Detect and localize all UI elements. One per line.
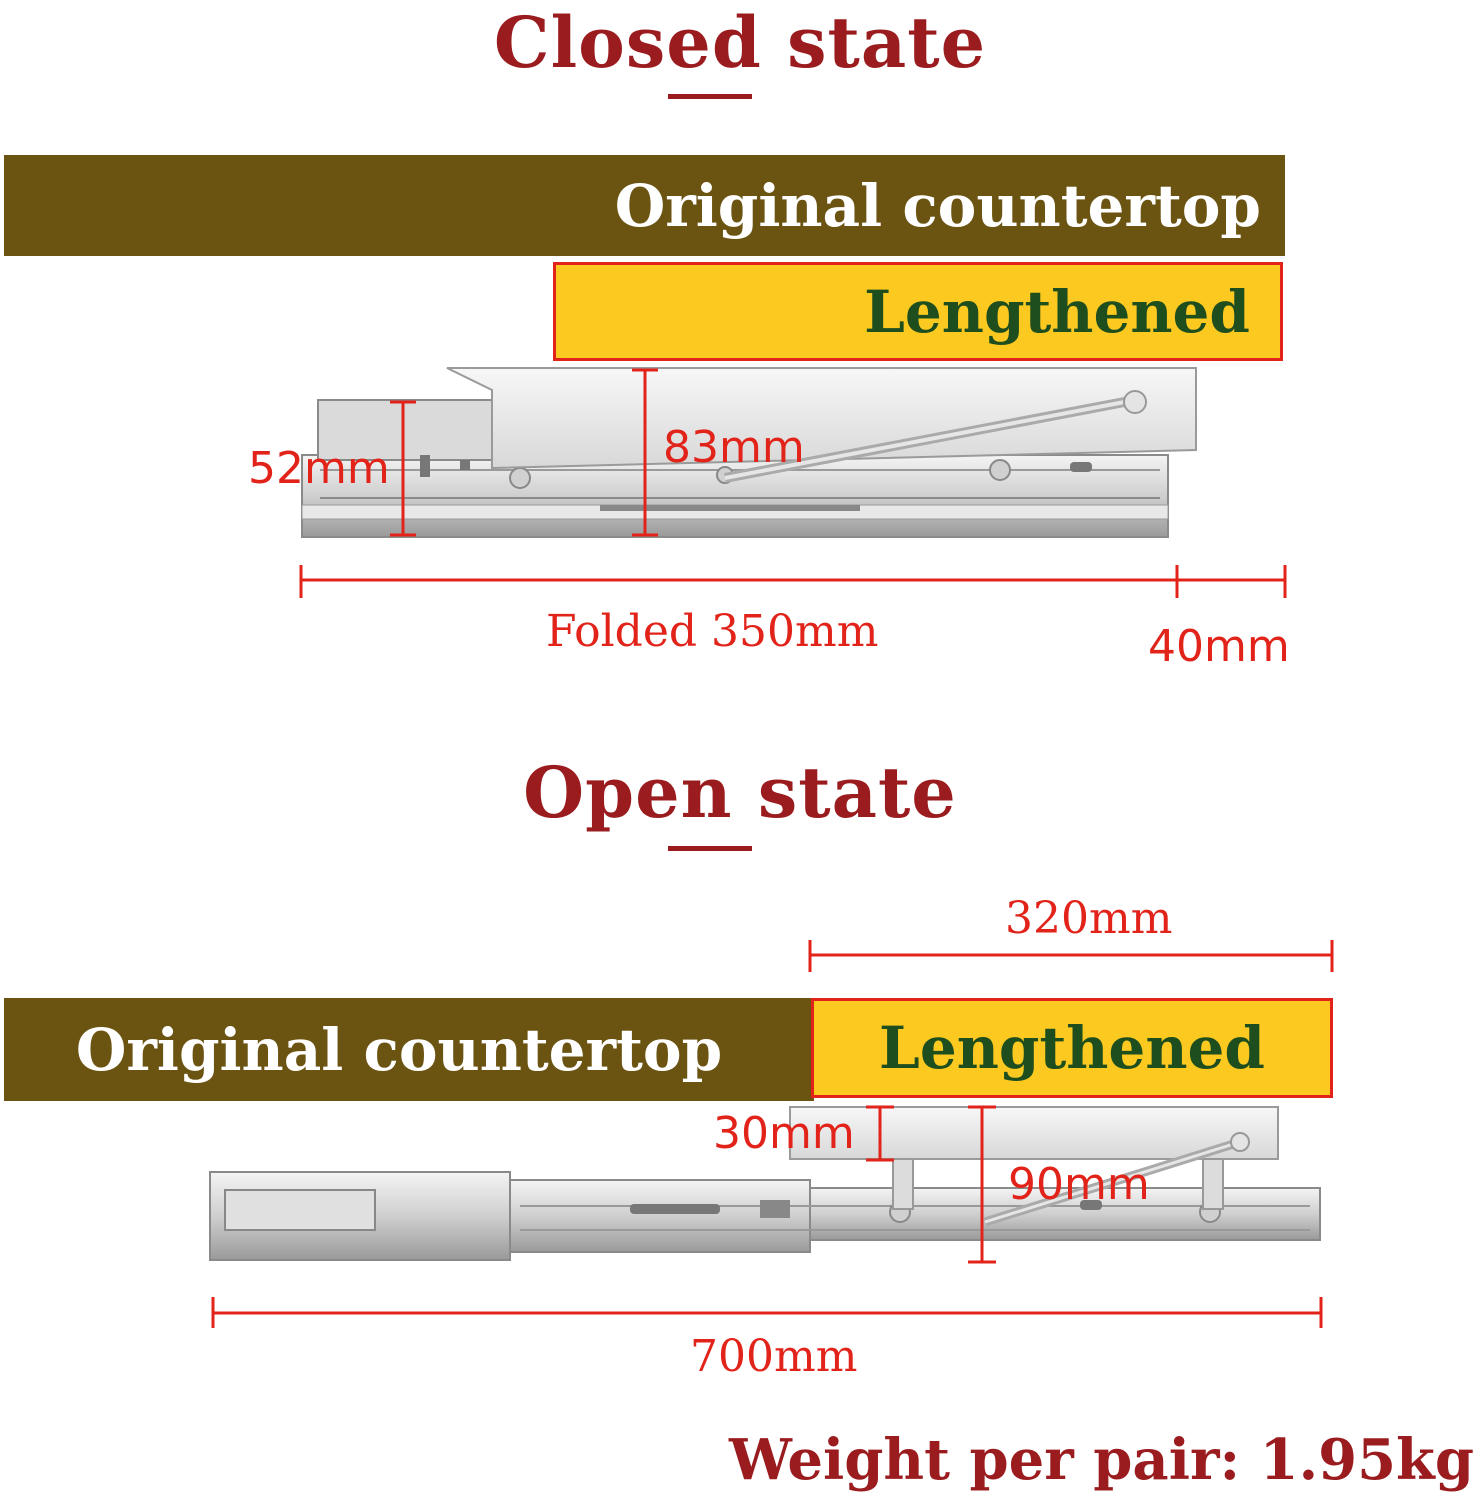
open-total-length-label: 700mm <box>690 1331 858 1382</box>
closed-rail-height-label: 52mm <box>248 443 390 494</box>
open-rail-body <box>209 1171 1321 1261</box>
open-lengthened-bar: Lengthened <box>811 998 1333 1098</box>
open-state-title: Open state <box>523 751 957 834</box>
closed-bracket-height-label: 83mm <box>663 422 805 473</box>
open-height-label: 90mm <box>1008 1159 1150 1210</box>
open-dimension-lines <box>211 940 1334 1328</box>
closed-bracket <box>446 367 1197 483</box>
weight-per-pair-label: Weight per pair: 1.95kg <box>729 1427 1474 1493</box>
closed-rail-body <box>301 399 1169 538</box>
closed-extra-length-label: 40mm <box>1148 621 1290 672</box>
open-title-underline <box>668 846 752 851</box>
closed-lengthened-bar: Lengthened <box>553 262 1283 361</box>
open-original-countertop-bar: Original countertop <box>4 998 814 1101</box>
open-lengthened-label: Lengthened <box>879 1014 1265 1082</box>
closed-lengthened-label: Lengthened <box>864 277 1250 346</box>
closed-folded-length-label: Folded 350mm <box>546 606 879 657</box>
open-original-countertop-label: Original countertop <box>75 1015 723 1084</box>
open-extension-length-label: 320mm <box>1005 893 1173 944</box>
open-bracket <box>789 1106 1279 1227</box>
closed-original-countertop-label: Original countertop <box>614 171 1261 240</box>
closed-title-underline <box>668 94 752 99</box>
open-bracket-gap-label: 30mm <box>713 1108 855 1159</box>
closed-dimension-lines <box>299 368 1287 598</box>
closed-state-title: Closed state <box>493 1 987 84</box>
closed-original-countertop-bar: Original countertop <box>4 155 1285 256</box>
